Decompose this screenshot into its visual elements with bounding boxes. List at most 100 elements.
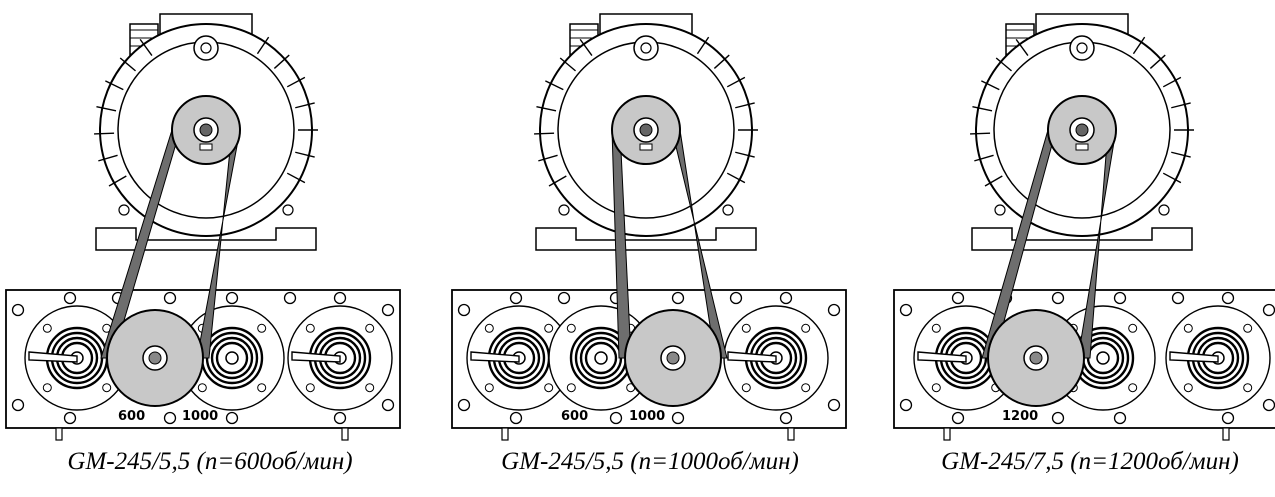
mount-bolt <box>722 204 734 216</box>
panel-1200rpm: 1200 <box>893 13 1275 441</box>
plate-bolt-hole <box>827 303 841 317</box>
rotor-lever <box>727 351 777 363</box>
pump-shaft <box>148 351 162 365</box>
cooling-fin <box>286 76 306 88</box>
plate-bolt-hole <box>381 303 395 317</box>
rotor-bolt <box>257 323 267 333</box>
plate-bolt-hole <box>63 291 77 305</box>
cooling-fin <box>94 132 115 135</box>
rotor-bolt <box>42 323 52 333</box>
rotor-bolt <box>741 383 751 393</box>
plate-bolt-hole <box>333 291 347 305</box>
cooling-fin <box>256 36 270 55</box>
shaft-key <box>199 143 213 151</box>
mount-bolt <box>558 204 570 216</box>
cooling-fin <box>1171 102 1191 109</box>
rotor-lever <box>28 351 78 363</box>
pump-shaft <box>666 351 680 365</box>
rotor-bolt <box>801 323 811 333</box>
rotor-bolt <box>1243 383 1253 393</box>
cooling-fin <box>579 38 593 56</box>
cooling-fin <box>995 57 1012 72</box>
cooling-fin <box>105 80 124 91</box>
rotor-bolt <box>305 383 315 393</box>
lifting-eye-hole <box>1076 42 1088 54</box>
rotor-bolt <box>305 323 315 333</box>
plate-bolt-hole <box>899 398 913 412</box>
caption-panel-3: GM-245/7,5 (n=1200об/мин) <box>941 448 1239 475</box>
mount-bolt <box>118 204 130 216</box>
plate-bolt-hole <box>609 411 623 425</box>
cooling-fin <box>970 132 991 135</box>
rotor-bolt <box>484 383 494 393</box>
cooling-fin <box>1162 172 1182 184</box>
cooling-fin <box>1171 151 1191 158</box>
cooling-fin <box>548 175 567 187</box>
lifting-eye-hole <box>200 42 212 54</box>
plate-bolt-hole <box>63 411 77 425</box>
cooling-fin <box>139 38 153 56</box>
cooling-fin <box>273 54 290 69</box>
plate-bolt-hole <box>1221 411 1235 425</box>
cooling-fin <box>1162 76 1182 88</box>
plate-bolt-hole <box>827 398 841 412</box>
plate-bolt-hole <box>779 291 793 305</box>
cooling-fin <box>1149 54 1166 69</box>
cooling-fin <box>286 172 306 184</box>
cooling-fin <box>984 175 1003 187</box>
plate-bolt-hole <box>951 291 965 305</box>
plate-bolt-hole <box>1113 411 1127 425</box>
plate-bolt-hole <box>457 398 471 412</box>
mount-bolt <box>282 204 294 216</box>
plate-bolt-hole <box>779 411 793 425</box>
plate-bolt-hole <box>381 398 395 412</box>
rotor-bolt <box>484 323 494 333</box>
plate-leg <box>341 427 349 441</box>
shaft-key <box>1075 143 1089 151</box>
rotor-lever <box>291 351 341 363</box>
caption-panel-1: GM-245/5,5 (n=600об/мин) <box>67 448 353 475</box>
plate-bolt-hole <box>1051 411 1065 425</box>
plate-leg <box>943 427 951 441</box>
plate-bolt-hole <box>1171 291 1185 305</box>
cooling-fin <box>545 80 564 91</box>
plate-leg <box>1222 427 1230 441</box>
cooling-fin <box>1132 36 1146 55</box>
pump-shaft <box>1029 351 1043 365</box>
rotor-bolt <box>1243 323 1253 333</box>
cooling-fin <box>696 36 710 55</box>
rotor-bolt <box>741 323 751 333</box>
cooling-fin <box>974 154 994 162</box>
cooling-fin <box>713 54 730 69</box>
plate-bolt-hole <box>11 398 25 412</box>
plate-bolt-hole <box>1221 291 1235 305</box>
cooling-fin <box>735 151 755 158</box>
plate-bolt-hole <box>163 291 177 305</box>
rotor-hub <box>594 351 608 365</box>
lifting-eye-hole <box>640 42 652 54</box>
cooling-fin <box>534 132 555 135</box>
rotor-bolt <box>1128 383 1138 393</box>
rotor-bolt <box>931 383 941 393</box>
rotor-bolt <box>365 323 375 333</box>
cooling-fin <box>295 102 315 109</box>
plate-bolt-hole <box>671 291 685 305</box>
plate-speed-label: 1000 <box>182 409 218 424</box>
plate-bolt-hole <box>509 291 523 305</box>
plate-bolt-hole <box>951 411 965 425</box>
plate-bolt-hole <box>509 411 523 425</box>
cooling-fin <box>972 106 993 112</box>
plate-speed-label: 600 <box>561 409 588 424</box>
cooling-fin <box>981 80 1000 91</box>
plate-bolt-hole <box>283 291 297 305</box>
plate-bolt-hole <box>457 303 471 317</box>
motor-shaft <box>199 123 213 137</box>
rotor-lever <box>1169 351 1219 363</box>
plate-bolt-hole <box>11 303 25 317</box>
plate-bolt-hole <box>1262 398 1275 412</box>
cooling-fin <box>726 76 746 88</box>
plate-leg <box>55 427 63 441</box>
plate-bolt-hole <box>729 291 743 305</box>
